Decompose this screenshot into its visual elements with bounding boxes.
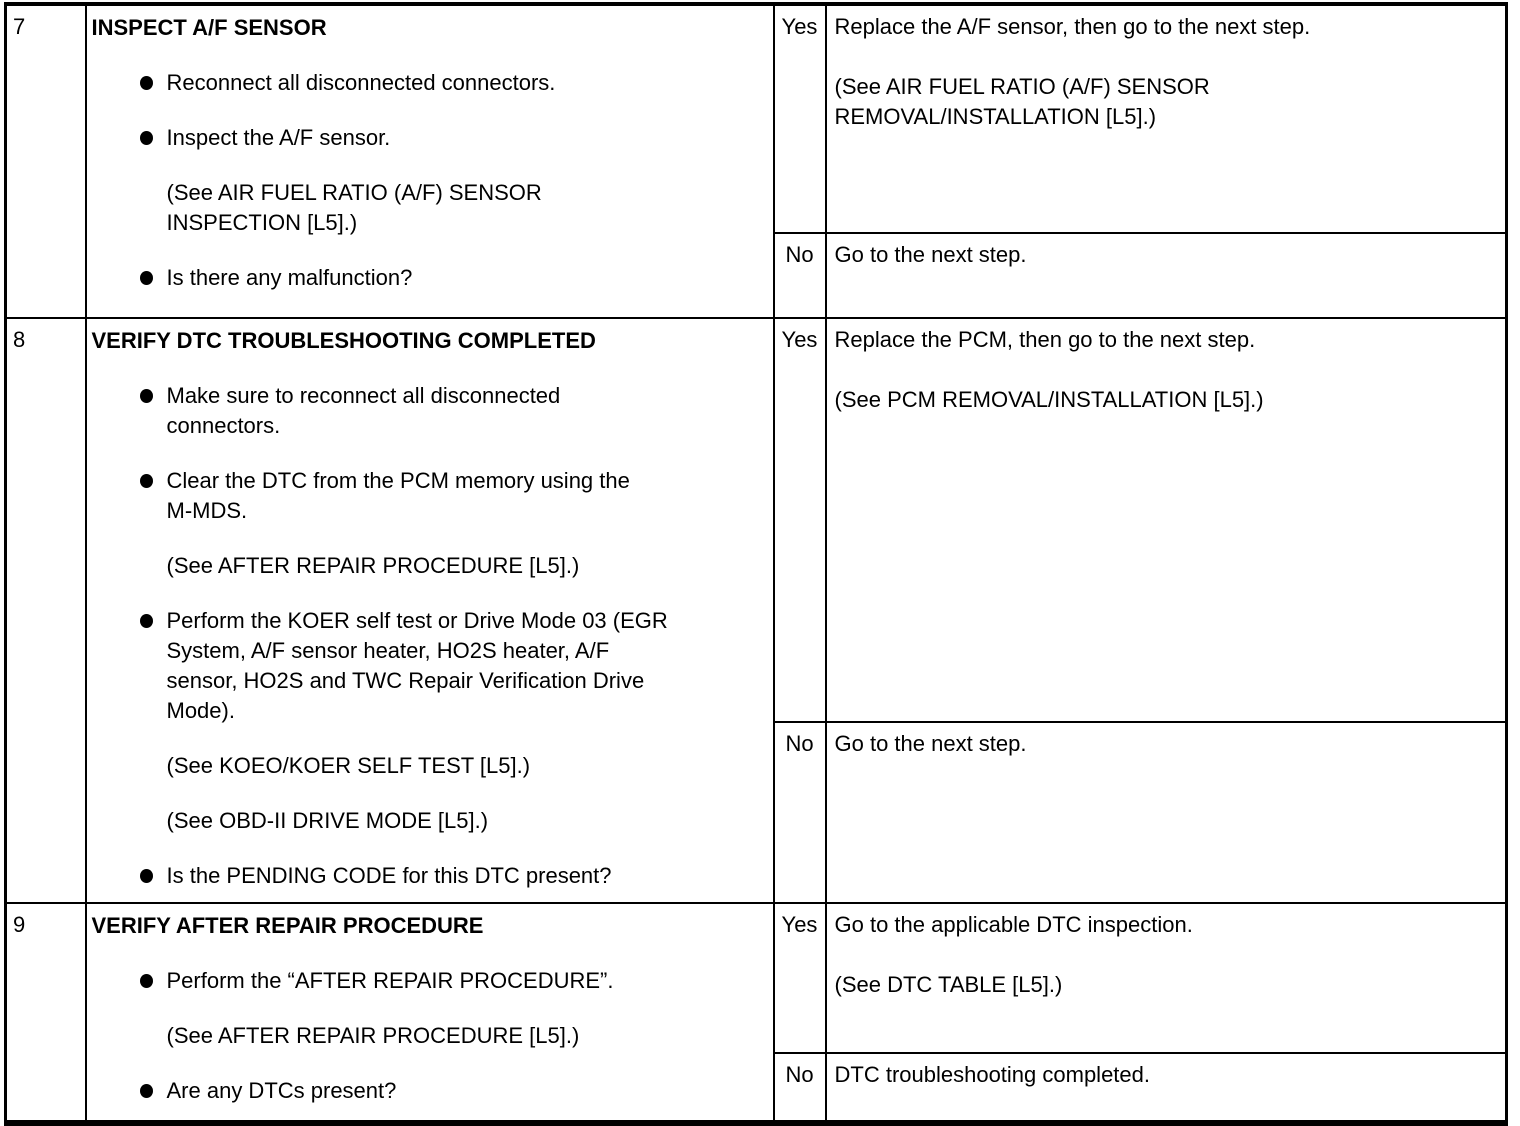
list-item: Is the PENDING CODE for this DTC present… (92, 861, 769, 891)
bullet-icon (139, 1084, 153, 1098)
step-description-cell: INSPECT A/F SENSOR Reconnect all disconn… (84, 3, 775, 319)
list-item: Reconnect all disconnected connectors. (92, 68, 769, 98)
reference-note-text: (See AFTER REPAIR PROCEDURE [L5].) (166, 553, 580, 578)
table-row-step8-no: No Go to the next step. (6, 721, 1508, 904)
table-row-step7-no: No Go to the next step. (6, 232, 1508, 319)
table-row-step9-yes: 9 VERIFY AFTER REPAIR PROCEDURE Perform … (4, 902, 1508, 1124)
table-row-step7-yes: 7 INSPECT A/F SENSOR Reconnect all disco… (4, 3, 1508, 319)
reference-note: (See AFTER REPAIR PROCEDURE [L5].) (92, 551, 769, 581)
list-item-text: Inspect the A/F sensor. (166, 125, 391, 150)
list-item: Perform the “AFTER REPAIR PROCEDURE”. (92, 966, 769, 996)
bullet-icon (139, 474, 153, 488)
bullet-icon (139, 974, 153, 988)
step-title: VERIFY AFTER REPAIR PROCEDURE (91, 913, 484, 938)
list-item: Clear the DTC from the PCM memory using … (92, 466, 769, 526)
reference-note: (See KOEO/KOER SELF TEST [L5].) (92, 751, 769, 781)
list-item-text: Are any DTCs present? (166, 1078, 397, 1103)
no-action-cell: Go to the next step. (824, 721, 1508, 904)
reference-note-text: (See AIR FUEL RATIO (A/F) SENSOR INSPECT… (166, 180, 542, 235)
list-item-text: Perform the “AFTER REPAIR PROCEDURE”. (166, 968, 614, 993)
reference-note-text: (See AFTER REPAIR PROCEDURE [L5].) (166, 1023, 580, 1048)
bullet-icon (139, 614, 153, 628)
yes-action-cell: Go to the applicable DTC inspection. (Se… (824, 902, 1508, 1054)
table-row-step8-yes: 8 VERIFY DTC TROUBLESHOOTING COMPLETED M… (4, 317, 1508, 904)
step-number: 7 (4, 3, 87, 319)
no-action-cell: Go to the next step. (824, 232, 1508, 319)
bullet-icon (139, 131, 153, 145)
no-label-cell: No (772, 232, 827, 319)
manual-page: 7 INSPECT A/F SENSOR Reconnect all disco… (4, 2, 1508, 1126)
step-title: VERIFY DTC TROUBLESHOOTING COMPLETED (91, 328, 596, 353)
reference-note-text: (See KOEO/KOER SELF TEST [L5].) (166, 753, 531, 778)
reference-note: (See OBD-II DRIVE MODE [L5].) (92, 806, 769, 836)
list-item: Inspect the A/F sensor. (92, 123, 769, 153)
no-label-cell: No (772, 1052, 827, 1124)
no-label-cell: No (772, 721, 827, 904)
bullet-icon (139, 271, 153, 285)
no-action-cell: DTC troubleshooting completed. (824, 1052, 1508, 1124)
bullet-icon (139, 76, 153, 90)
list-item: Is there any malfunction? (92, 263, 769, 293)
list-item-text: Make sure to reconnect all disconnected … (166, 383, 561, 438)
list-item: Make sure to reconnect all disconnected … (92, 381, 769, 441)
yes-label-cell: Yes (772, 902, 827, 1054)
reference-note: (See AFTER REPAIR PROCEDURE [L5].) (92, 1021, 769, 1051)
yes-label-cell: Yes (772, 3, 827, 234)
list-item-text: Perform the KOER self test or Drive Mode… (166, 608, 668, 723)
step-title: INSPECT A/F SENSOR (91, 15, 327, 40)
list-item-text: Clear the DTC from the PCM memory using … (166, 468, 630, 523)
reference-note-text: (See OBD-II DRIVE MODE [L5].) (166, 808, 489, 833)
reference-note: (See AIR FUEL RATIO (A/F) SENSOR INSPECT… (92, 178, 769, 238)
yes-action-cell: Replace the PCM, then go to the next ste… (824, 317, 1508, 723)
step-number: 8 (4, 317, 87, 904)
list-item-text: Reconnect all disconnected connectors. (166, 70, 556, 95)
list-item-text: Is the PENDING CODE for this DTC present… (166, 863, 612, 888)
step-number: 9 (4, 902, 87, 1124)
bullet-icon (139, 869, 153, 883)
list-item: Perform the KOER self test or Drive Mode… (92, 606, 769, 726)
list-item-text: Is there any malfunction? (166, 265, 413, 290)
troubleshooting-table: 7 INSPECT A/F SENSOR Reconnect all disco… (4, 2, 1508, 1126)
list-item: Are any DTCs present? (92, 1076, 769, 1106)
bullet-icon (139, 389, 153, 403)
yes-label-cell: Yes (772, 317, 827, 723)
step-description-cell: VERIFY AFTER REPAIR PROCEDURE Perform th… (84, 902, 775, 1124)
yes-action-cell: Replace the A/F sensor, then go to the n… (824, 3, 1508, 234)
step-description-cell: VERIFY DTC TROUBLESHOOTING COMPLETED Mak… (84, 317, 775, 904)
